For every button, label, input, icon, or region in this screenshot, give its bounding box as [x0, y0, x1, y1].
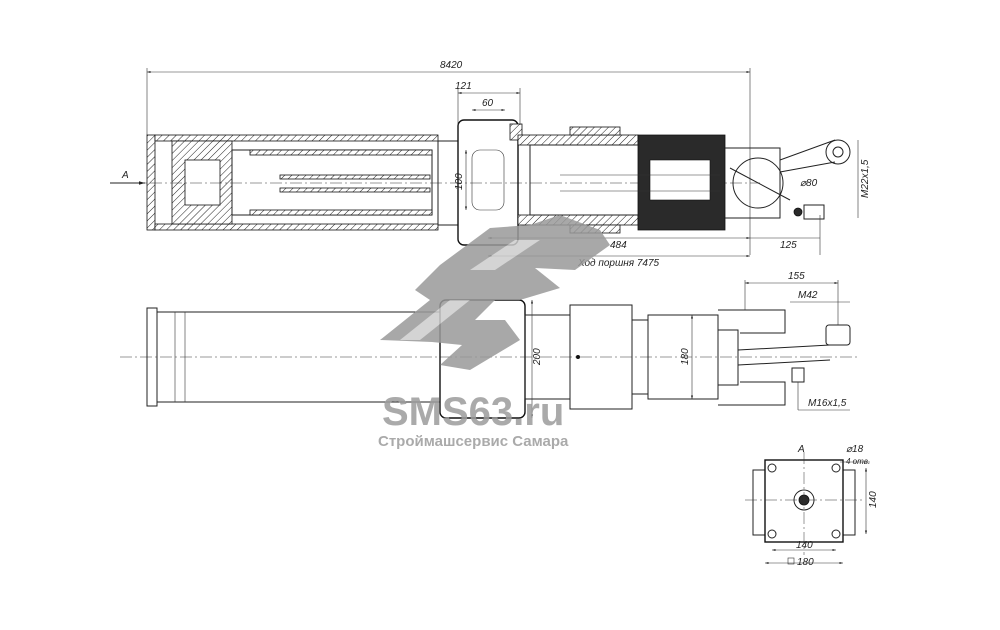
dim-100: 100 — [454, 173, 465, 190]
watermark-subtitle: Строймашсервис Самара — [378, 433, 569, 450]
section-view: A 8420 121 60 100 484 125 Ход поршня 747… — [110, 60, 871, 269]
dim-180-side: 180 — [680, 348, 691, 365]
dim-180-square: 180 — [797, 557, 814, 568]
view-a: A ⌀18 4 отв. 140 140 180 — [745, 444, 879, 568]
dim-125: 125 — [780, 240, 797, 251]
watermark-brand: SMS63.ru — [382, 390, 564, 434]
dim-phi80: ⌀80 — [800, 178, 818, 189]
dim-484: 484 — [610, 240, 627, 251]
view-a-label: A — [797, 444, 805, 455]
dim-m22: M22x1,5 — [860, 159, 871, 198]
side-view: 200 180 155 M42 M16x1,5 — [120, 271, 860, 419]
dim-155: 155 — [788, 271, 805, 282]
view-a-marker: A — [121, 170, 129, 181]
overall-length-dim: 8420 — [440, 60, 463, 71]
dim-holes: 4 отв. — [846, 457, 870, 466]
watermark: SMS63.ru Строймашсервис Самара — [378, 215, 610, 450]
dim-phi18: ⌀18 — [846, 444, 864, 455]
dim-121: 121 — [455, 81, 472, 92]
dim-140-right: 140 — [868, 491, 879, 508]
dim-60: 60 — [482, 98, 494, 109]
dim-m16: M16x1,5 — [808, 398, 847, 409]
watermark-logo-icon — [380, 215, 610, 370]
dim-200: 200 — [532, 348, 543, 366]
dim-m42: M42 — [798, 290, 818, 301]
dim-140-bottom: 140 — [796, 540, 813, 551]
piston-stroke-dim: Ход поршня 7475 — [577, 258, 660, 269]
